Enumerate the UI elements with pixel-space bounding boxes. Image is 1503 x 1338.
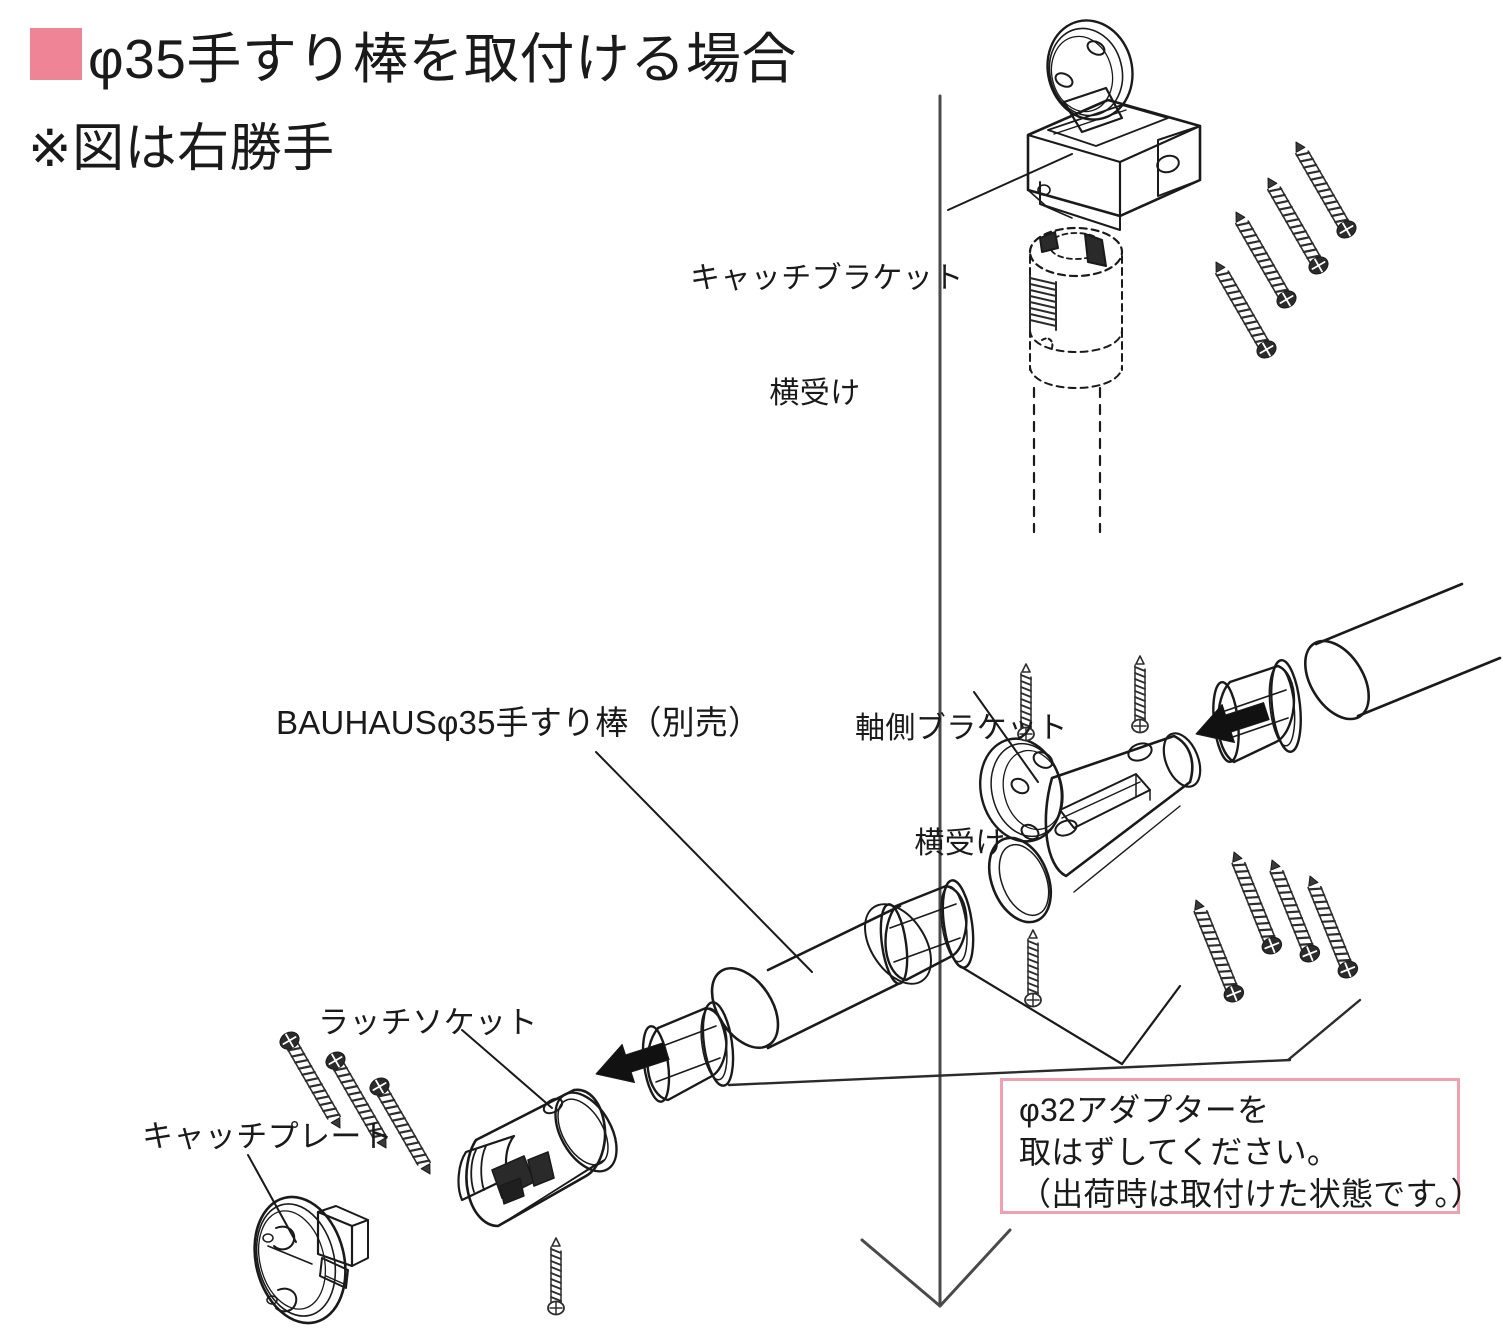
leader-bauhaus-bar (595, 751, 813, 973)
note-line-3: （出荷時は取付けた状態です。） (1019, 1176, 1483, 1213)
label-bauhaus-handrail-bar: BAUHAUSφ35手すり棒（別売） (276, 704, 762, 741)
leader-shaft-bracket (973, 691, 1039, 783)
insert-arrow-right (1189, 691, 1274, 754)
pink-bullet-square (30, 28, 82, 80)
label-catch-bracket-line2: 横受け (769, 376, 861, 410)
label-catch-plate: キャッチプレート (142, 1119, 394, 1154)
label-catch-bracket-line1: キャッチブラケット (690, 261, 964, 295)
page-subtitle: ※図は右勝手 (28, 120, 335, 178)
shaft-bracket-wall-screws (1185, 847, 1362, 1006)
shaft-bracket-lower-screws (547, 929, 1042, 1316)
heading-row: φ35手すり棒を取付ける場合 (30, 14, 797, 94)
handrail-rod-phi35 (1303, 582, 1502, 721)
catch-bracket-drawing (1026, 19, 1202, 231)
note-line-2: 取はずしてください。 (1019, 1134, 1340, 1171)
leader-catch-bracket (947, 153, 1073, 211)
label-catch-bracket: キャッチブラケット 横受け (690, 183, 964, 490)
catch-bracket-screws (1206, 135, 1361, 363)
label-latch-socket: ラッチソケット (318, 1005, 538, 1040)
leader-catch-plate (247, 1154, 297, 1243)
note-line-1: φ32アダプターを (1019, 1092, 1270, 1128)
label-shaft-bracket-line1: 軸側ブラケット (855, 711, 1068, 745)
leader-latch-socket (461, 1029, 553, 1109)
wall-reference-lines (727, 94, 1362, 1308)
label-shaft-bracket: 軸側ブラケット 横受け (855, 633, 1068, 940)
label-shaft-bracket-line2: 横受け (914, 826, 1006, 860)
latch-socket-drawing (457, 1088, 618, 1228)
insert-arrow-left (589, 1031, 674, 1094)
phi32-adapter-ring-center (879, 879, 975, 985)
page-title: φ35手すり棒を取付ける場合 (88, 28, 797, 90)
note-leader-lines (958, 964, 1182, 1066)
hidden-latch-socket (1028, 226, 1124, 534)
catch-plate-drawing (253, 1195, 369, 1325)
phi32-adapter-note-box: φ32アダプターを 取はずしてください。 （出荷時は取付けた状態です。） (1000, 1078, 1483, 1214)
